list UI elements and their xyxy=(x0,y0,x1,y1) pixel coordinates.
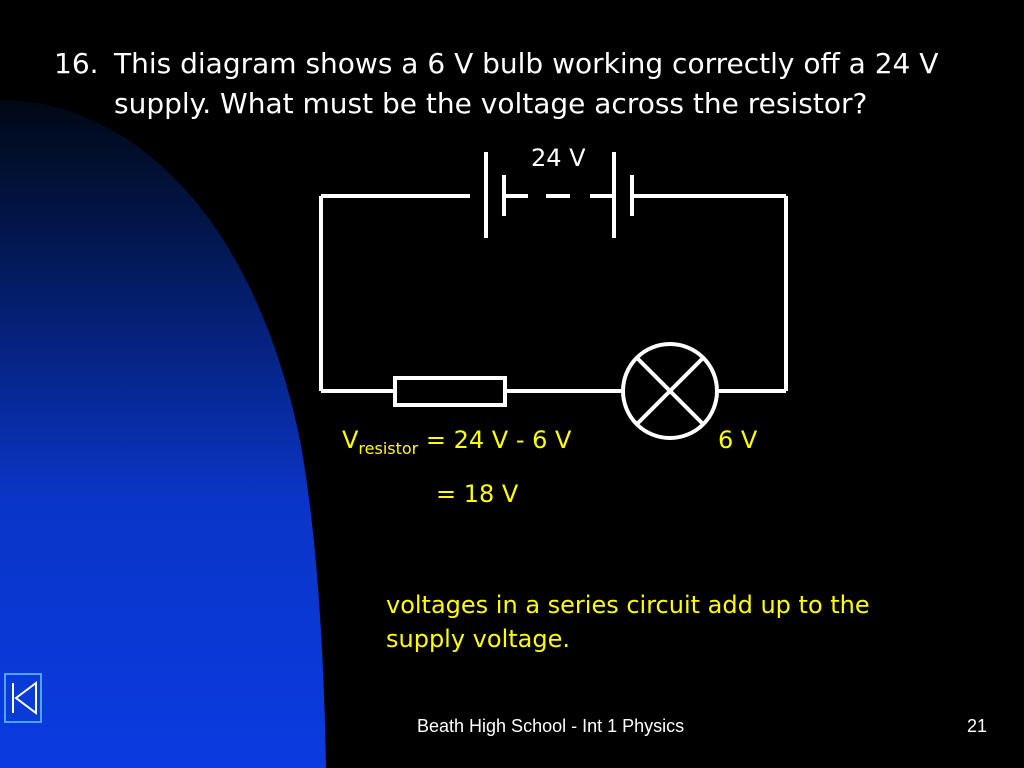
question: 16. This diagram shows a 6 V bulb workin… xyxy=(54,44,984,124)
question-number: 16. xyxy=(54,47,99,80)
footer-title: Beath High School - Int 1 Physics xyxy=(417,716,685,736)
voltage-subscript: resistor xyxy=(358,439,419,458)
page-number: 21 xyxy=(967,716,988,736)
skip-back-button[interactable] xyxy=(4,673,42,723)
resistor-symbol xyxy=(393,376,507,407)
equation-line-1: = 24 V - 6 V xyxy=(425,426,572,454)
question-text: This diagram shows a 6 V bulb working co… xyxy=(114,47,939,120)
supply-voltage-label: 24 V xyxy=(531,144,586,172)
series-circuit-note: voltages in a series circuit add up to t… xyxy=(386,591,870,653)
equation-line-2: = 18 V xyxy=(436,480,519,508)
resistor-voltage-equation: Vresistor = 24 V - 6 V xyxy=(342,426,571,458)
battery-symbol xyxy=(484,152,646,238)
voltage-symbol: V xyxy=(342,426,359,454)
lamp-symbol xyxy=(621,342,719,440)
skip-back-icon xyxy=(12,681,37,715)
bulb-voltage-label: 6 V xyxy=(718,426,758,454)
